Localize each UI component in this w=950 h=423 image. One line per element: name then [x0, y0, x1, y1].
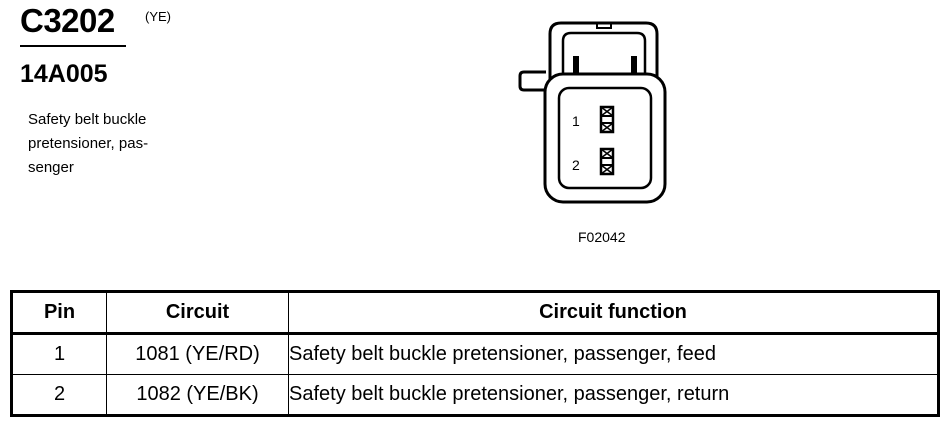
table-row: 1 1081 (YE/RD) Safety belt buckle preten…	[11, 333, 939, 375]
column-header-circuit: Circuit	[106, 291, 289, 335]
connector-color: (YE)	[145, 9, 171, 24]
connector-description: Safety belt buckle pretensioner, pas- se…	[28, 108, 188, 180]
cell-circuit-function: Safety belt buckle pretensioner, passeng…	[288, 333, 939, 375]
connector-id: C3202	[20, 2, 115, 39]
connector-face	[557, 86, 653, 190]
table-header-row: Pin Circuit Circuit function	[11, 291, 939, 335]
figure-code: F02042	[578, 229, 626, 245]
description-line: senger	[28, 159, 74, 176]
header-rule	[20, 45, 126, 47]
connector-face-diagram: 1 2	[518, 21, 667, 204]
column-header-pin: Pin	[11, 291, 107, 335]
connector-body	[543, 72, 667, 204]
description-line: Safety belt buckle	[28, 111, 147, 128]
side-tab	[518, 70, 546, 92]
terminal-2-icon	[599, 147, 615, 176]
terminal-1-icon	[599, 105, 615, 134]
cell-circuit: 1082 (YE/BK)	[106, 374, 289, 416]
description-line: pretensioner, pas-	[28, 135, 149, 152]
cell-pin: 1	[11, 333, 107, 375]
pin-table: Pin Circuit Circuit function 1 1081 (YE/…	[10, 290, 940, 417]
part-number: 14A005	[20, 60, 108, 88]
table-row: 2 1082 (YE/BK) Safety belt buckle preten…	[11, 374, 939, 416]
column-header-circuit-function: Circuit function	[288, 291, 939, 335]
cell-circuit: 1081 (YE/RD)	[106, 333, 289, 375]
pin-label: 1	[572, 113, 580, 129]
cell-pin: 2	[11, 374, 107, 416]
pin-label: 2	[572, 157, 580, 173]
cell-circuit-function: Safety belt buckle pretensioner, passeng…	[288, 374, 939, 416]
